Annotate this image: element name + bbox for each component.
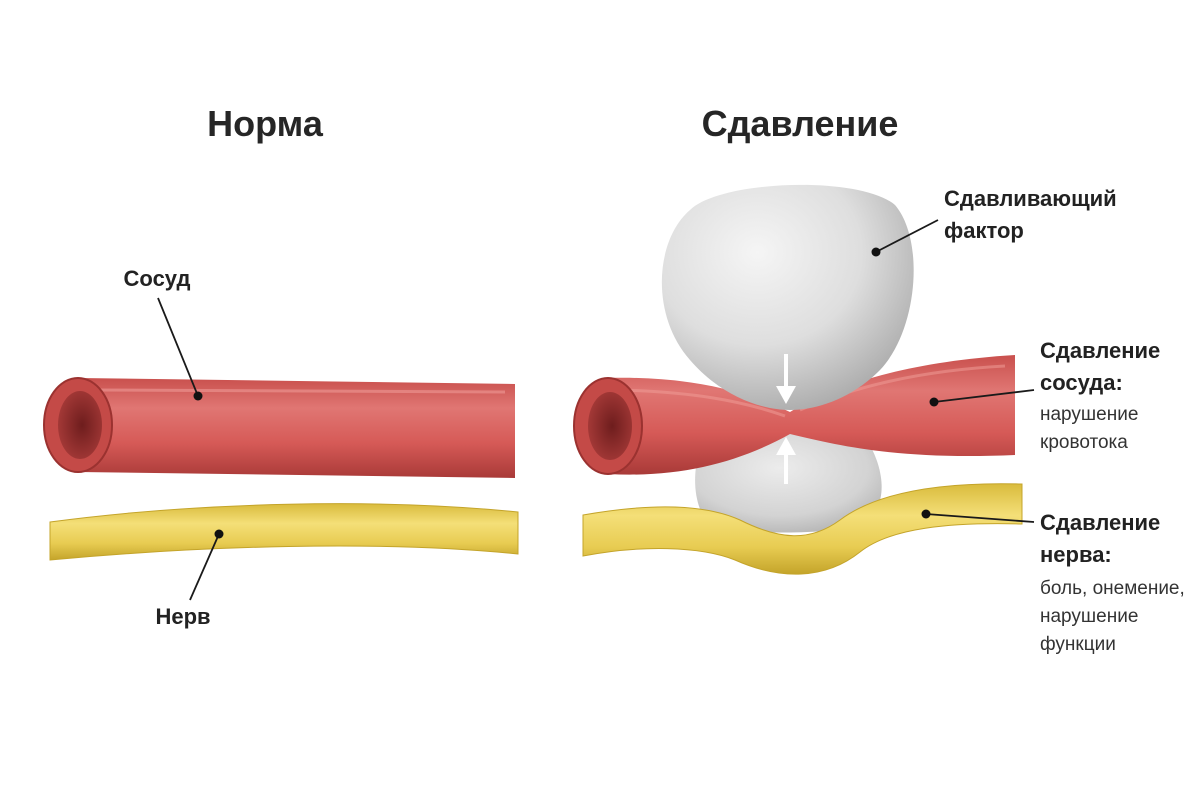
svg-text:сосуда:: сосуда: xyxy=(1040,370,1123,395)
svg-text:Нерв: Нерв xyxy=(155,604,210,629)
arrow-up-icon xyxy=(776,437,796,484)
svg-text:Сдавливающий: Сдавливающий xyxy=(944,186,1117,211)
svg-text:нерва:: нерва: xyxy=(1040,542,1112,567)
compressing-mass-upper xyxy=(661,184,914,410)
label-nerve-compression: Сдавление нерва: боль, онемение, нарушен… xyxy=(921,509,1185,655)
title-compression: Сдавление xyxy=(702,103,899,144)
svg-text:боль, онемение,: боль, онемение, xyxy=(1040,578,1185,599)
svg-text:Сдавление: Сдавление xyxy=(1040,510,1160,535)
label-vessel-normal: Сосуд xyxy=(124,266,203,401)
svg-text:кровотока: кровотока xyxy=(1040,432,1128,453)
label-compressing-factor: Сдавливающий фактор xyxy=(871,186,1117,257)
arrow-down-icon xyxy=(776,354,796,404)
vessel-compressed xyxy=(573,355,1015,475)
label-vessel-compression: Сдавление сосуда: нарушение кровотока xyxy=(929,338,1160,453)
compressing-mass-lower xyxy=(695,433,882,533)
vessel-normal xyxy=(43,377,515,478)
svg-text:Сдавление: Сдавление xyxy=(1040,338,1160,363)
title-normal: Норма xyxy=(207,103,324,144)
nerve-normal xyxy=(49,503,519,561)
svg-text:нарушение: нарушение xyxy=(1040,404,1138,425)
svg-text:Сосуд: Сосуд xyxy=(124,266,191,291)
nerve-compressed xyxy=(582,483,1023,575)
svg-text:фактор: фактор xyxy=(944,218,1024,243)
svg-text:функции: функции xyxy=(1040,634,1116,655)
svg-text:нарушение: нарушение xyxy=(1040,606,1138,627)
label-nerve-normal: Нерв xyxy=(155,529,224,629)
